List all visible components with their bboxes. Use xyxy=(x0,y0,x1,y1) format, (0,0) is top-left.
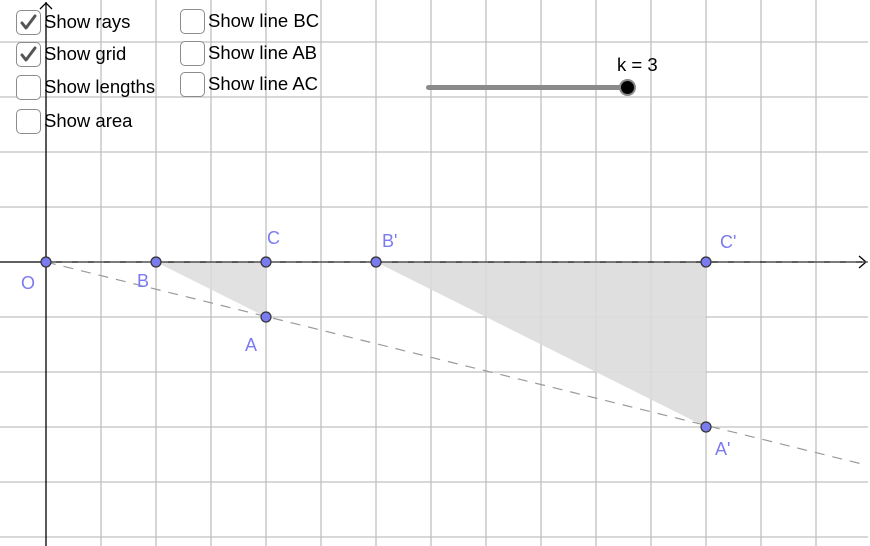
checkbox-box[interactable] xyxy=(180,8,205,34)
checkbox-label: Show grid xyxy=(44,43,127,64)
checkbox-show-line-bc[interactable]: Show line BC xyxy=(180,7,319,35)
label-b-prime: B' xyxy=(382,231,398,251)
label-o: O xyxy=(21,273,36,293)
checkmark-icon xyxy=(20,14,37,29)
triangle-abc[interactable] xyxy=(156,262,266,317)
slider-k-thumb[interactable] xyxy=(619,79,636,96)
point-b[interactable] xyxy=(150,256,162,268)
point-a-prime[interactable] xyxy=(700,421,712,433)
point-o[interactable] xyxy=(40,256,52,268)
ray-oa[interactable] xyxy=(45,261,867,466)
checkbox-label: Show line AC xyxy=(208,73,319,94)
checkbox-box[interactable] xyxy=(16,74,41,100)
slider-k-track[interactable] xyxy=(426,85,628,90)
checkbox-box[interactable] xyxy=(16,41,41,67)
checkbox-box[interactable] xyxy=(180,40,205,66)
checkbox-show-lengths[interactable]: Show lengths xyxy=(16,73,155,101)
y-axis-arrow-icon xyxy=(39,2,53,10)
checkbox-show-line-ac[interactable]: Show line AC xyxy=(180,70,318,98)
checkbox-show-line-ab[interactable]: Show line AB xyxy=(180,39,317,67)
checkbox-label: Show lengths xyxy=(44,76,156,97)
point-c-prime[interactable] xyxy=(700,256,712,268)
checkbox-box[interactable] xyxy=(16,9,41,35)
checkbox-label: Show line AB xyxy=(208,42,318,63)
points xyxy=(40,256,712,433)
point-b-prime[interactable] xyxy=(370,256,382,268)
checkbox-box[interactable] xyxy=(180,71,205,97)
checkbox-show-area[interactable]: Show area xyxy=(16,107,132,135)
label-a-prime: A' xyxy=(715,439,731,459)
label-b: B xyxy=(137,271,150,291)
checkbox-show-rays[interactable]: Show rays xyxy=(16,8,130,36)
checkbox-show-grid[interactable]: Show grid xyxy=(16,40,126,68)
checkbox-label: Show rays xyxy=(44,11,131,32)
checkbox-box[interactable] xyxy=(16,108,41,134)
slider-k-label: k = 3 xyxy=(617,54,658,75)
label-a: A xyxy=(245,335,258,355)
checkbox-label: Show area xyxy=(44,110,133,131)
checkbox-label: Show line BC xyxy=(208,10,320,31)
triangle-a-prime-b-prime-c-prime[interactable] xyxy=(376,262,706,427)
point-c[interactable] xyxy=(260,256,272,268)
label-c-prime: C' xyxy=(720,232,737,252)
label-c: C xyxy=(267,228,280,248)
point-a[interactable] xyxy=(260,311,272,323)
checkmark-icon xyxy=(20,46,37,61)
